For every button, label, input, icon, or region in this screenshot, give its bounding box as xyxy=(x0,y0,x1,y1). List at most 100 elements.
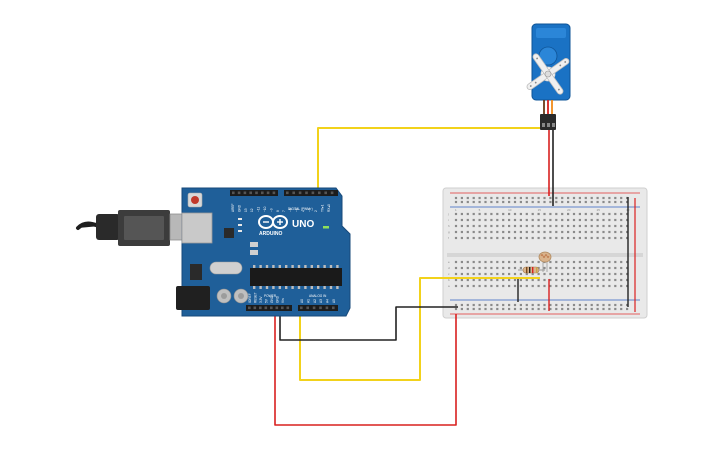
terminal-hole[interactable] xyxy=(590,218,593,222)
terminal-hole[interactable] xyxy=(590,236,593,240)
terminal-hole[interactable] xyxy=(454,236,458,240)
rail-hole[interactable] xyxy=(490,303,493,307)
terminal-hole[interactable] xyxy=(454,224,458,228)
terminal-hole[interactable] xyxy=(478,272,481,276)
rail-hole[interactable] xyxy=(608,200,611,204)
terminal-hole[interactable] xyxy=(561,266,564,270)
terminal-hole[interactable] xyxy=(496,230,499,234)
rail-hole[interactable] xyxy=(508,196,511,200)
terminal-hole[interactable] xyxy=(490,224,493,228)
terminal-hole[interactable] xyxy=(602,278,605,282)
terminal-hole[interactable] xyxy=(508,260,511,264)
terminal-hole[interactable] xyxy=(478,212,481,216)
terminal-hole[interactable] xyxy=(513,278,517,282)
rail-hole[interactable] xyxy=(620,307,623,311)
rail-hole[interactable] xyxy=(490,307,493,311)
terminal-hole[interactable] xyxy=(531,278,534,282)
rail-hole[interactable] xyxy=(567,200,570,204)
rail-hole[interactable] xyxy=(460,303,463,307)
terminal-hole[interactable] xyxy=(578,236,581,240)
terminal-hole[interactable] xyxy=(596,284,599,288)
terminal-hole[interactable] xyxy=(466,272,469,276)
terminal-hole[interactable] xyxy=(531,224,534,228)
terminal-hole[interactable] xyxy=(596,278,599,282)
terminal-hole[interactable] xyxy=(519,212,522,216)
terminal-hole[interactable] xyxy=(484,272,487,276)
terminal-hole[interactable] xyxy=(572,218,576,222)
terminal-hole[interactable] xyxy=(519,284,522,288)
terminal-hole[interactable] xyxy=(537,278,540,282)
terminal-hole[interactable] xyxy=(543,218,546,222)
rail-hole[interactable] xyxy=(555,200,558,204)
terminal-hole[interactable] xyxy=(626,236,629,240)
rail-hole[interactable] xyxy=(567,196,570,200)
terminal-hole[interactable] xyxy=(614,272,617,276)
terminal-hole[interactable] xyxy=(484,224,487,228)
rail-hole[interactable] xyxy=(496,303,499,307)
rail-hole[interactable] xyxy=(478,303,481,307)
terminal-hole[interactable] xyxy=(614,236,617,240)
wire-red-power[interactable] xyxy=(274,308,457,426)
terminal-hole[interactable] xyxy=(525,224,528,228)
rail-hole[interactable] xyxy=(508,303,511,307)
terminal-hole[interactable] xyxy=(466,236,469,240)
rail-hole[interactable] xyxy=(626,196,629,200)
terminal-hole[interactable] xyxy=(472,278,475,282)
rail-hole[interactable] xyxy=(602,196,605,200)
terminal-hole[interactable] xyxy=(496,224,499,228)
terminal-hole[interactable] xyxy=(508,224,511,228)
usb-cable[interactable] xyxy=(76,210,187,246)
terminal-hole[interactable] xyxy=(614,218,617,222)
terminal-hole[interactable] xyxy=(513,212,517,216)
terminal-hole[interactable] xyxy=(572,284,576,288)
terminal-hole[interactable] xyxy=(584,230,587,234)
terminal-hole[interactable] xyxy=(584,272,587,276)
rail-hole[interactable] xyxy=(590,307,593,311)
rail-hole[interactable] xyxy=(561,307,564,311)
terminal-hole[interactable] xyxy=(472,236,475,240)
terminal-hole[interactable] xyxy=(502,272,505,276)
terminal-hole[interactable] xyxy=(531,272,534,276)
wire-yellow-analog[interactable] xyxy=(299,277,540,381)
terminal-hole[interactable] xyxy=(525,236,528,240)
terminal-hole[interactable] xyxy=(561,224,564,228)
terminal-hole[interactable] xyxy=(519,236,522,240)
rail-hole[interactable] xyxy=(584,307,587,311)
terminal-hole[interactable] xyxy=(502,230,505,234)
rail-hole[interactable] xyxy=(537,303,540,307)
terminal-hole[interactable] xyxy=(567,272,570,276)
terminal-hole[interactable] xyxy=(590,272,593,276)
rail-hole[interactable] xyxy=(602,303,605,307)
terminal-hole[interactable] xyxy=(502,218,505,222)
rail-hole[interactable] xyxy=(608,196,611,200)
terminal-hole[interactable] xyxy=(490,266,493,270)
terminal-hole[interactable] xyxy=(454,260,458,264)
terminal-hole[interactable] xyxy=(549,236,552,240)
terminal-hole[interactable] xyxy=(472,230,475,234)
terminal-hole[interactable] xyxy=(519,266,522,270)
terminal-hole[interactable] xyxy=(502,224,505,228)
rail-hole[interactable] xyxy=(608,303,611,307)
terminal-hole[interactable] xyxy=(567,278,570,282)
reset-button[interactable] xyxy=(191,196,199,204)
rail-hole[interactable] xyxy=(537,200,540,204)
terminal-hole[interactable] xyxy=(478,218,481,222)
terminal-hole[interactable] xyxy=(572,278,576,282)
terminal-hole[interactable] xyxy=(472,260,475,264)
terminal-hole[interactable] xyxy=(590,230,593,234)
terminal-hole[interactable] xyxy=(608,218,611,222)
terminal-hole[interactable] xyxy=(525,218,528,222)
rail-hole[interactable] xyxy=(484,303,487,307)
rail-hole[interactable] xyxy=(478,200,481,204)
rail-hole[interactable] xyxy=(531,196,534,200)
servo-motor[interactable] xyxy=(514,23,582,130)
terminal-hole[interactable] xyxy=(478,224,481,228)
terminal-hole[interactable] xyxy=(460,260,463,264)
rail-hole[interactable] xyxy=(519,307,522,311)
terminal-hole[interactable] xyxy=(531,284,534,288)
rail-hole[interactable] xyxy=(549,303,552,307)
rail-hole[interactable] xyxy=(590,303,593,307)
rail-hole[interactable] xyxy=(614,307,617,311)
rail-hole[interactable] xyxy=(584,196,587,200)
rail-hole[interactable] xyxy=(496,200,499,204)
